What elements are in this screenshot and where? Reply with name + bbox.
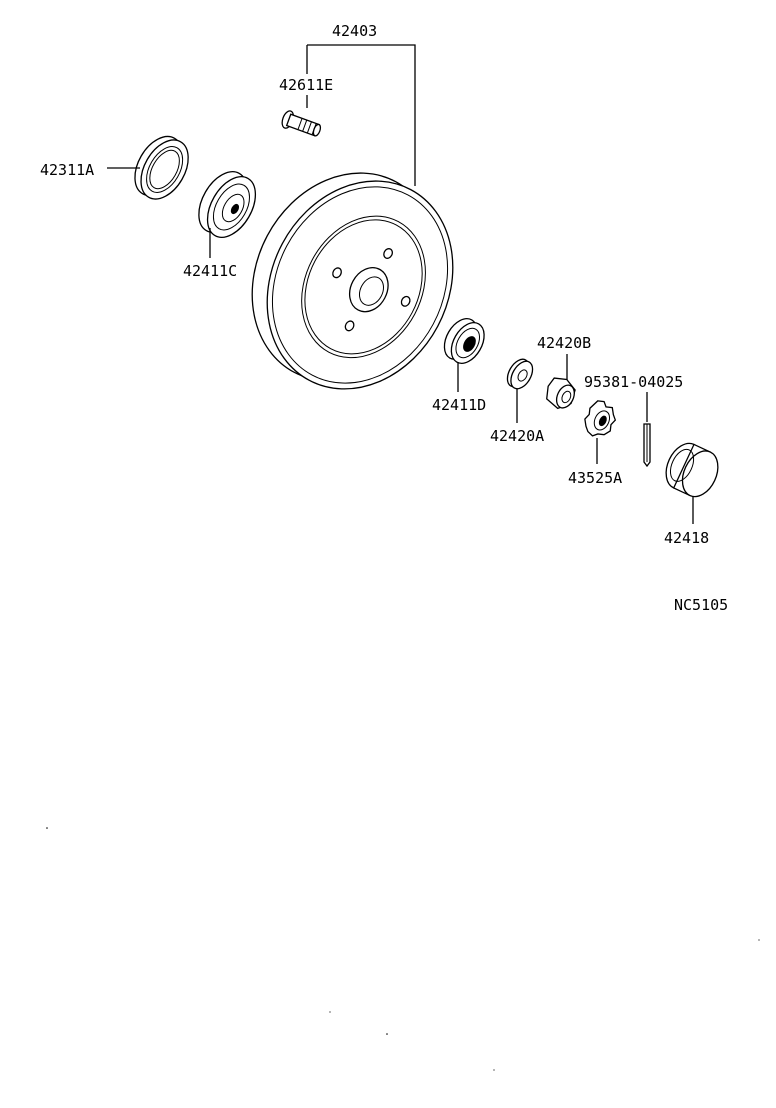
brake-drum <box>251 172 454 390</box>
label-42311A: 42311A <box>40 161 94 179</box>
thrust-washer <box>506 358 534 390</box>
label-43525A: 43525A <box>568 469 622 487</box>
label-42418: 42418 <box>664 529 709 547</box>
label-42611E: 42611E <box>279 76 333 94</box>
label-95381-04025: 95381-04025 <box>584 373 683 391</box>
label-42403: 42403 <box>332 22 377 40</box>
label-42411C: 42411C <box>183 262 237 280</box>
inner-bearing <box>198 171 257 238</box>
reference-code: NC5105 <box>674 596 728 614</box>
nut-lock-cap <box>584 400 617 437</box>
label-42420B: 42420B <box>537 334 591 352</box>
outer-bearing <box>443 318 485 364</box>
oil-seal <box>134 135 189 200</box>
hub-nut <box>546 377 576 410</box>
cotter-pin <box>643 423 651 468</box>
label-42411D: 42411D <box>432 396 486 414</box>
hub-bolt <box>281 110 322 137</box>
label-42420A: 42420A <box>490 427 544 445</box>
scan-specks <box>46 827 760 1071</box>
grease-cap <box>665 442 719 498</box>
